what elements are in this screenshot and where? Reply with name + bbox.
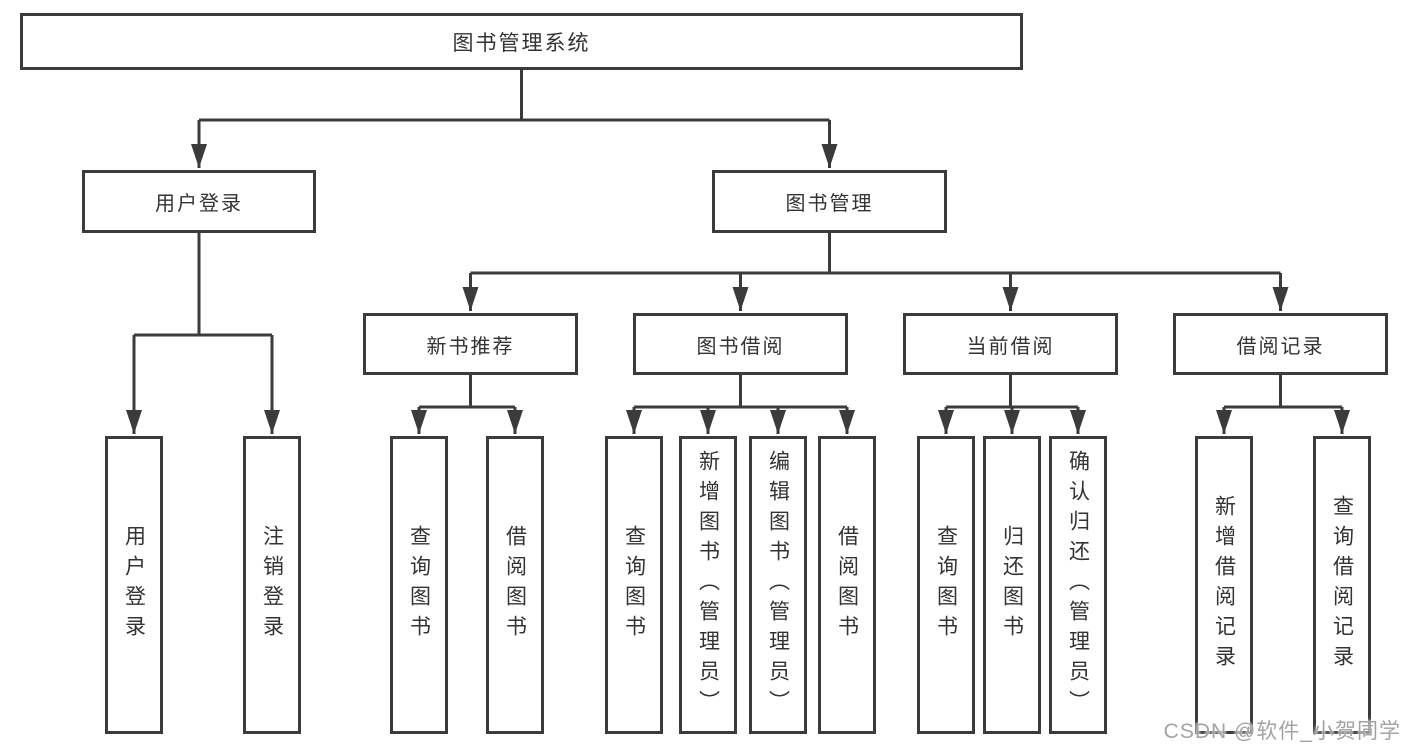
leaf-br-query-record: 查询借阅记录 (1313, 436, 1371, 734)
node-user-login: 用户登录 (82, 170, 316, 233)
node-current-borrow: 当前借阅 (903, 313, 1118, 375)
csdn-watermark: CSDN @软件_小贺同学 (1163, 720, 1401, 743)
leaf-nbr-query-books: 查询图书 (390, 436, 448, 734)
leaf-bb-add-books-admin: 新增图书（管理员） (679, 436, 737, 734)
leaf-bb-query-books: 查询图书 (605, 436, 663, 734)
node-root-system: 图书管理系统 (20, 13, 1023, 70)
node-book-management: 图书管理 (712, 170, 947, 233)
leaf-bb-edit-books-admin: 编辑图书（管理员） (749, 436, 807, 734)
leaf-bb-borrow-books: 借阅图书 (818, 436, 876, 734)
leaf-br-add-record: 新增借阅记录 (1195, 436, 1253, 734)
node-book-borrow: 图书借阅 (633, 313, 848, 375)
leaf-nbr-borrow-books: 借阅图书 (486, 436, 544, 734)
leaf-user-login: 用户登录 (105, 436, 163, 734)
node-new-book-recommend: 新书推荐 (363, 313, 578, 375)
leaf-cb-confirm-return-admin: 确认归还（管理员） (1049, 436, 1107, 734)
leaf-cb-query-books: 查询图书 (917, 436, 975, 734)
node-borrow-records: 借阅记录 (1173, 313, 1388, 375)
leaf-cb-return-books: 归还图书 (983, 436, 1041, 734)
leaf-logout: 注销登录 (243, 436, 301, 734)
